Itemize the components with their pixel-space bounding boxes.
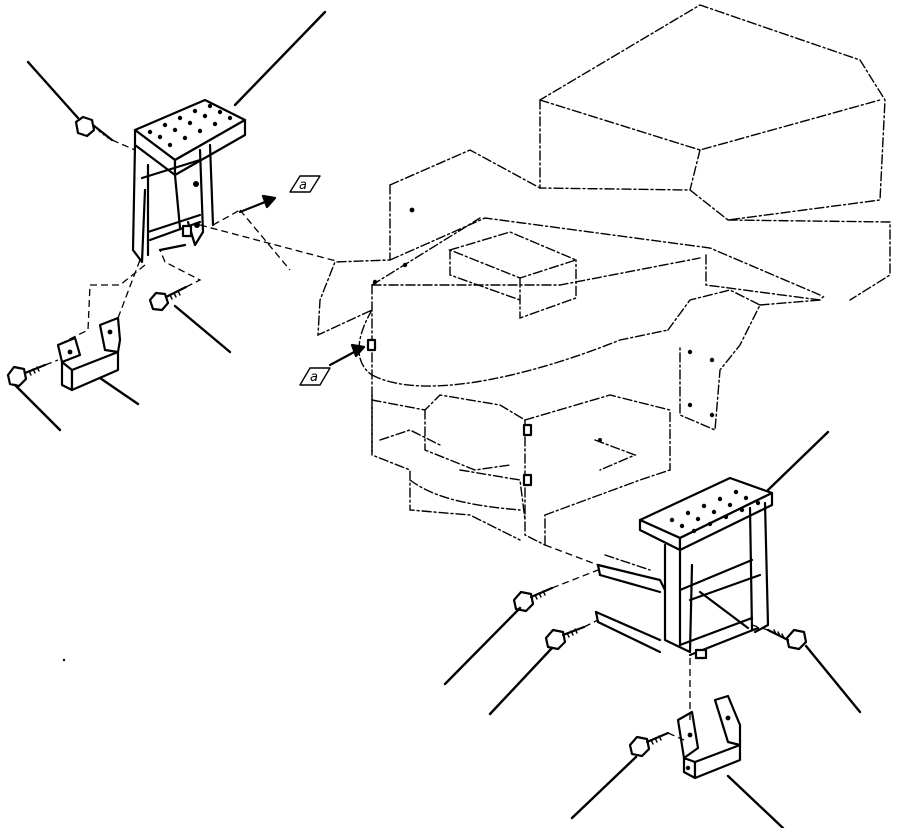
tread-holes [147,103,233,148]
bolt-icon [628,731,670,758]
assembly-lines-left [44,139,341,366]
bolt-icon [74,115,114,142]
reference-mark-upper: a [289,175,321,193]
bolt-icon [6,363,47,388]
bolt-icon [512,586,554,613]
step-assembly-icon [594,476,774,660]
assembly-lines-right [544,544,769,741]
bolt-icon [148,285,188,312]
bracket-icon [56,316,122,392]
bolt-icon [544,625,586,651]
arrow-icon [238,194,277,214]
bolt-icon [766,628,808,651]
reference-mark-label: a [299,178,307,193]
reference-mark-label: a [310,370,318,385]
step-assembly-icon [131,98,247,264]
arrow-icon [328,343,366,367]
reference-mark-lower: a [299,367,331,386]
leader-lines [13,10,862,828]
tread-holes [669,489,761,534]
bracket-icon [676,694,742,780]
machine-body-phantom [317,4,891,571]
